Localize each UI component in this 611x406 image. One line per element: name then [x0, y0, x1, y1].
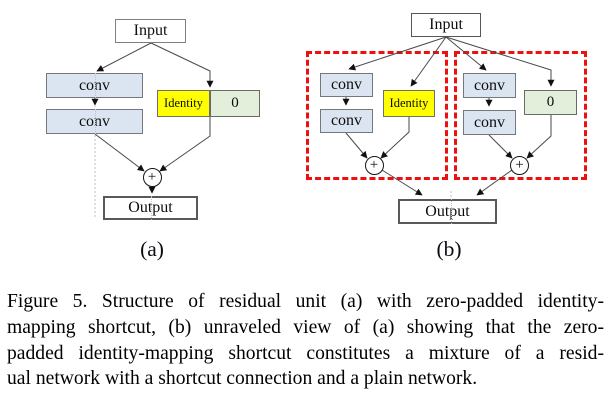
- caption-line: ual network with a shortcut connection a…: [7, 368, 478, 390]
- caption-line: Figure 5. Structure of residual unit (a)…: [7, 291, 604, 312]
- caption-line: padded identity-mapping shortcut constit…: [7, 342, 604, 364]
- figure-caption: Figure 5. Structure of residual unit (a)…: [7, 289, 604, 392]
- zero-box-a: 0: [210, 90, 260, 117]
- guide-line: [451, 199, 452, 224]
- conv1-box-b-residual: conv: [320, 73, 373, 97]
- figure-5-diagrams: Input conv conv Identity 0 + Output (a) …: [46, 13, 587, 261]
- caption-line: mapping shortcut, (b) unraveled view of …: [7, 316, 604, 338]
- output-box-a: Output: [103, 196, 198, 220]
- output-box-b: Output: [398, 199, 497, 224]
- conv2-box-b-residual: conv: [320, 109, 373, 133]
- zero-box-b: 0: [524, 90, 577, 115]
- input-box-b: Input: [411, 13, 481, 37]
- adder-plus-icon-a: +: [142, 167, 162, 187]
- conv2-box-b-plain: conv: [463, 110, 516, 135]
- identity-box-a: Identity: [157, 90, 210, 117]
- identity-box-b: Identity: [383, 90, 435, 117]
- adder-plus-icon-b-right: +: [510, 155, 529, 175]
- guide-line: [95, 109, 96, 134]
- conv2-box-a: conv: [46, 109, 143, 134]
- conv1-box-a: conv: [46, 73, 143, 98]
- adder-plus-icon-b-left: +: [364, 155, 384, 175]
- guide-line: [151, 196, 152, 220]
- subfigure-label-a: (a): [140, 237, 164, 261]
- input-box-a: Input: [115, 19, 186, 43]
- conv1-box-b-plain: conv: [463, 73, 516, 98]
- guide-line: [95, 73, 96, 98]
- subfigure-label-b: (b): [436, 237, 462, 261]
